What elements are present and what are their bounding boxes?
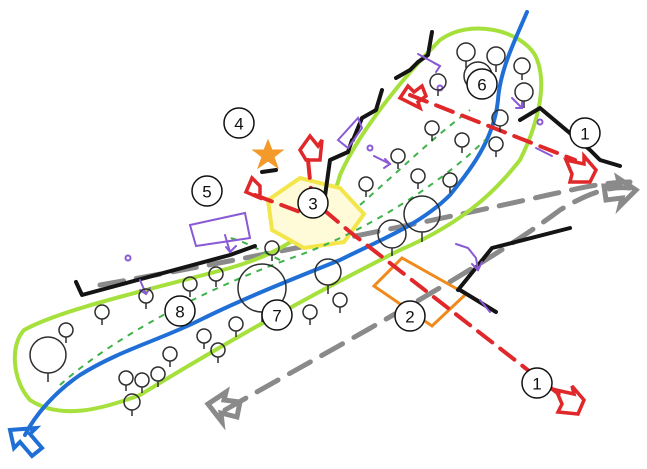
green-paths	[59, 109, 486, 386]
marker-4-label: 4	[234, 115, 243, 134]
marker-6-label: 6	[477, 76, 486, 95]
walls	[74, 30, 622, 314]
marker-1a-label: 1	[580, 125, 589, 144]
marker-3-label: 3	[308, 195, 317, 214]
marker-3: 3	[297, 187, 329, 219]
park-outline	[12, 26, 544, 414]
marker-8-label: 8	[175, 303, 184, 322]
river	[23, 10, 529, 437]
marker-5-label: 5	[202, 183, 211, 202]
gray-road	[97, 179, 633, 413]
gray-road-arrow-right	[601, 172, 640, 215]
gray-road-arrow-left	[204, 386, 243, 431]
marker-5: 5	[191, 175, 223, 207]
marker-6: 6	[466, 68, 498, 100]
trees	[29, 42, 534, 416]
marker-1b-label: 1	[532, 375, 541, 394]
marker-1a: 1	[569, 117, 601, 149]
marker-2: 2	[394, 300, 426, 332]
star-icon	[251, 138, 285, 170]
marker-1b: 1	[521, 367, 553, 399]
marker-4: 4	[223, 107, 255, 139]
marker-2-label: 2	[405, 308, 414, 327]
marker-7-label: 7	[272, 307, 281, 326]
river-arrow-icon	[7, 425, 45, 459]
marker-8: 8	[164, 295, 196, 327]
red-arrow-icons	[243, 83, 599, 416]
main-axis	[253, 93, 577, 397]
marker-7: 7	[261, 299, 293, 331]
